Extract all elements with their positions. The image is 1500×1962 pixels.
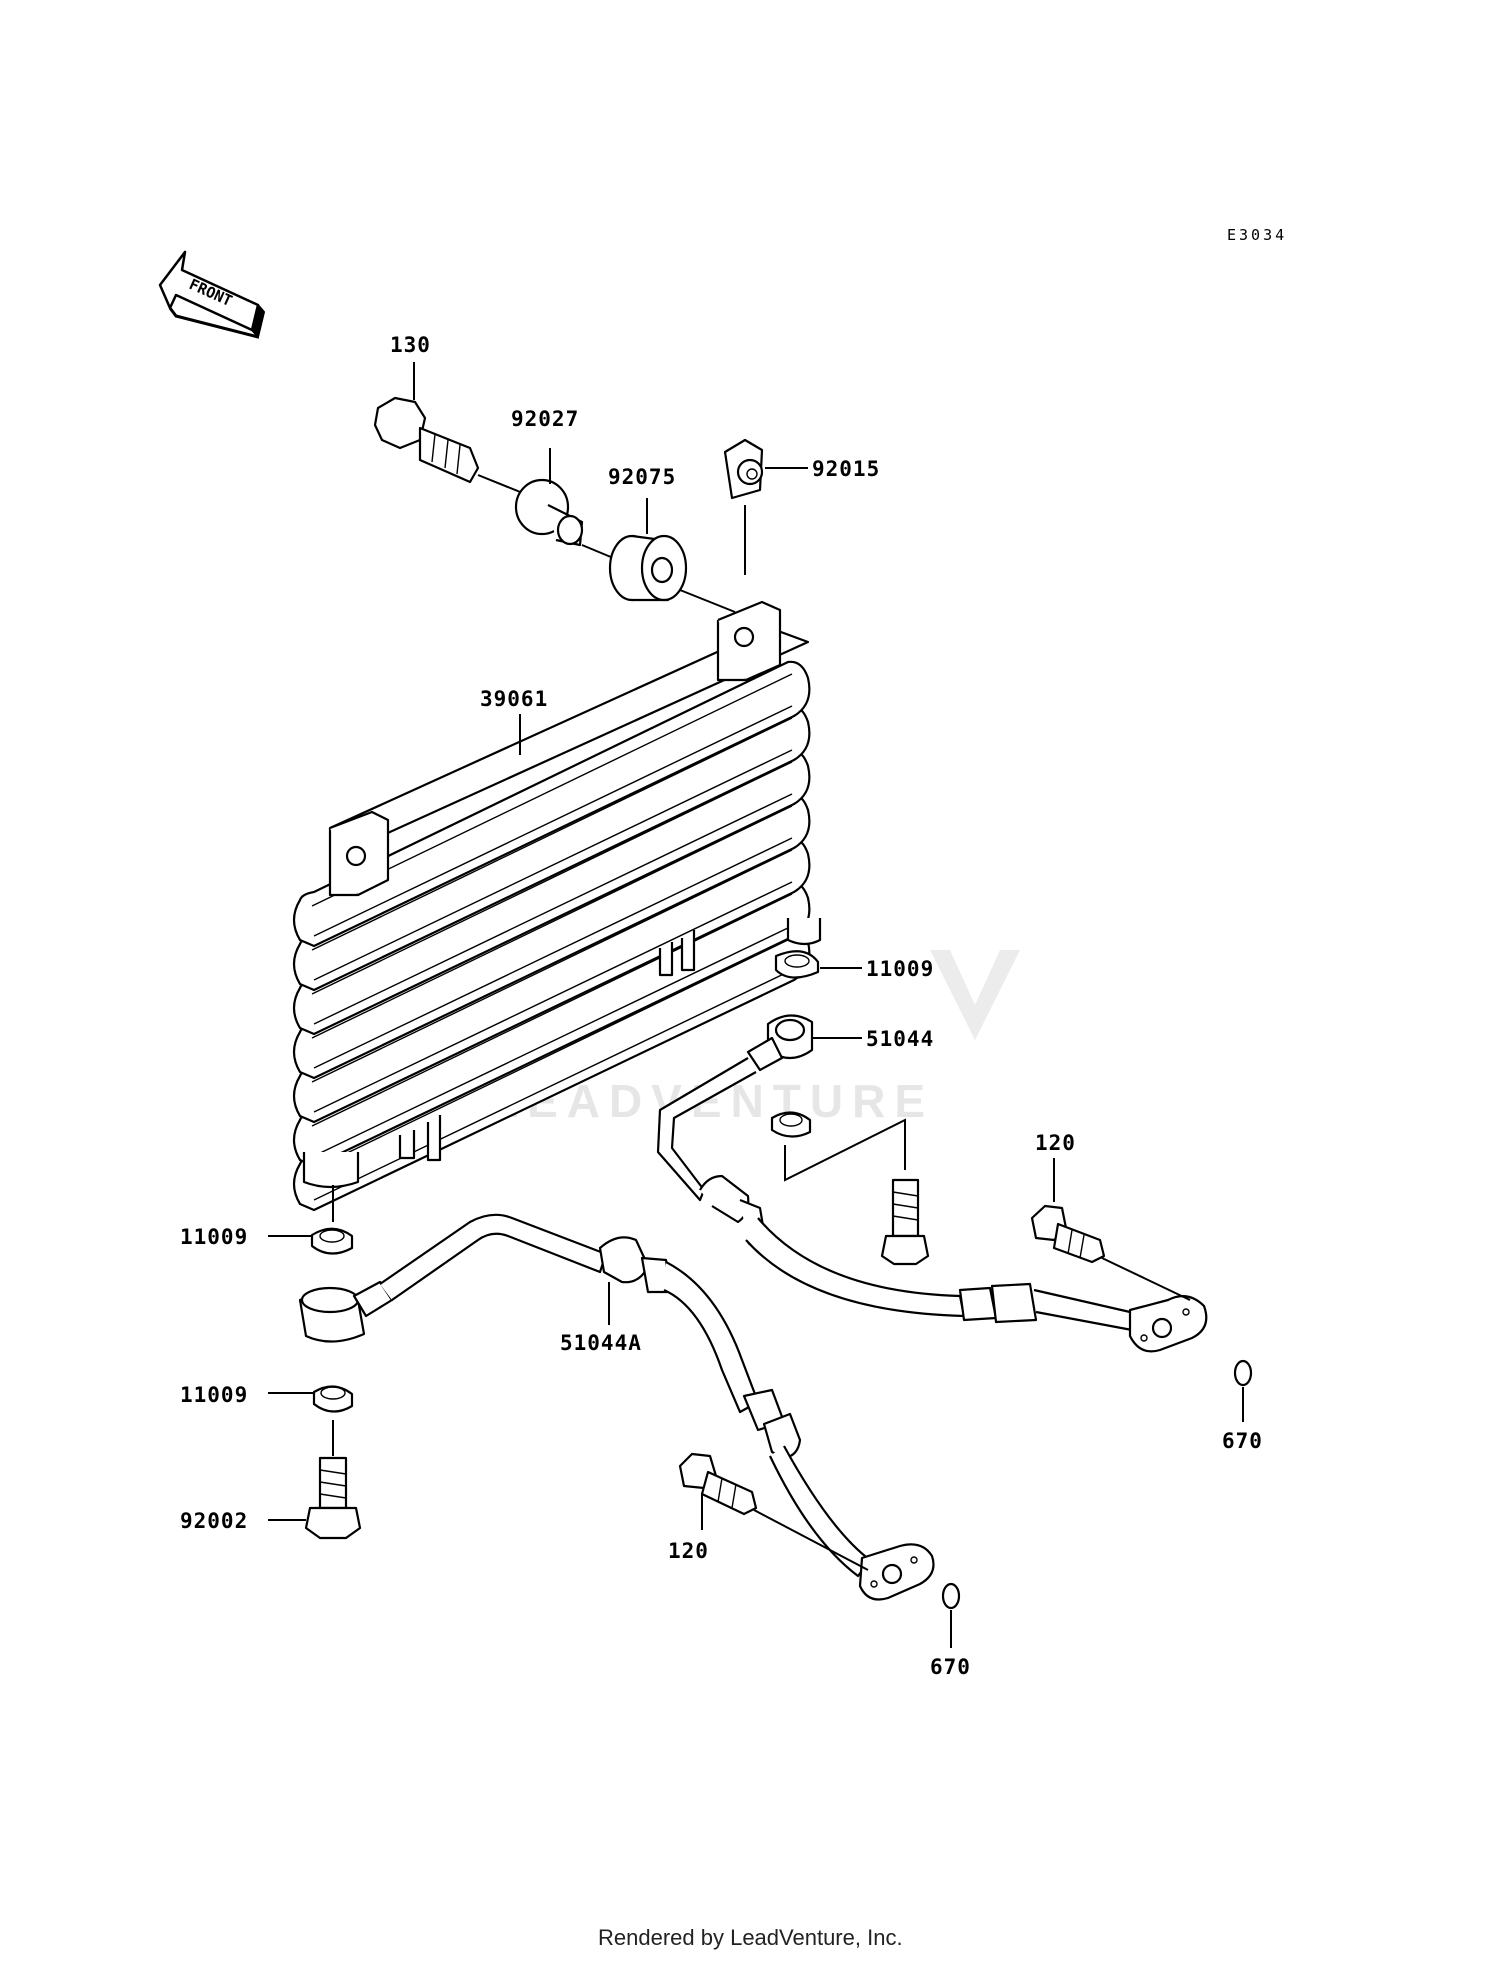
callout-92015: 92015 <box>812 457 880 481</box>
o-ring-670-bottom <box>941 1582 961 1610</box>
bolt-120-bottom <box>678 1452 758 1516</box>
gasket-11009-mid <box>770 1111 812 1138</box>
callout-39061: 39061 <box>480 687 548 711</box>
banjo-bolt-92002 <box>304 1456 362 1540</box>
o-ring-670-right <box>1233 1359 1253 1387</box>
gasket-11009-left-top <box>310 1227 354 1255</box>
callout-92027: 92027 <box>511 407 579 431</box>
callout-labels: 130 92027 92075 92015 39061 11009 51044 … <box>180 333 1263 1679</box>
diagram-code: E3034 <box>1227 226 1287 244</box>
callout-670-right: 670 <box>1222 1429 1263 1453</box>
bolt-120-right <box>1030 1204 1106 1264</box>
callout-11009-left-bottom: 11009 <box>180 1383 248 1407</box>
axis-line-120-right <box>1101 1257 1191 1301</box>
cooler-tube-edge <box>311 893 793 1157</box>
callout-51044A: 51044A <box>560 1331 642 1355</box>
callout-130: 130 <box>390 333 431 357</box>
cooler-tube-edge <box>311 937 793 1201</box>
callout-11009-left-top: 11009 <box>180 1225 248 1249</box>
cooler-tube-edge <box>311 805 793 1069</box>
leader-11009-mid <box>784 1118 906 1182</box>
callout-92002: 92002 <box>180 1509 248 1533</box>
footer-credit: Rendered by LeadVenture, Inc. <box>598 1925 903 1950</box>
axis-line-120-bottom <box>753 1509 869 1571</box>
cooler-tube-edge <box>311 673 793 937</box>
callout-120-bottom: 120 <box>668 1539 709 1563</box>
cooler-tube-edge <box>311 849 793 1113</box>
cooler-tube-edge <box>311 717 793 981</box>
cooler-tube-layer <box>292 660 811 948</box>
oil-hose-51044 <box>656 1014 1134 1332</box>
callout-51044: 51044 <box>866 1027 934 1051</box>
callout-11009-right: 11009 <box>866 957 934 981</box>
nut-92015 <box>723 438 764 500</box>
bolt-130 <box>373 396 480 484</box>
callout-92075: 92075 <box>608 465 676 489</box>
axis-line-92075 <box>679 589 736 613</box>
callout-670-bottom: 670 <box>930 1655 971 1679</box>
oil-cooler-39061 <box>292 600 822 1212</box>
banjo-bolt-right <box>880 1178 930 1266</box>
flange-120-right <box>1128 1295 1208 1353</box>
gasket-11009-right <box>774 950 820 979</box>
front-arrow-icon: FRONT <box>158 250 266 340</box>
leader-lines <box>268 362 862 1521</box>
gasket-11009-left-bottom <box>312 1385 354 1413</box>
collar-92027 <box>514 478 584 547</box>
oil-hose-51044A <box>298 1213 872 1578</box>
cooler-tube-edge <box>311 761 793 1025</box>
flange-120-bottom <box>858 1543 935 1601</box>
callout-120-right: 120 <box>1035 1131 1076 1155</box>
damper-92075 <box>608 534 688 602</box>
